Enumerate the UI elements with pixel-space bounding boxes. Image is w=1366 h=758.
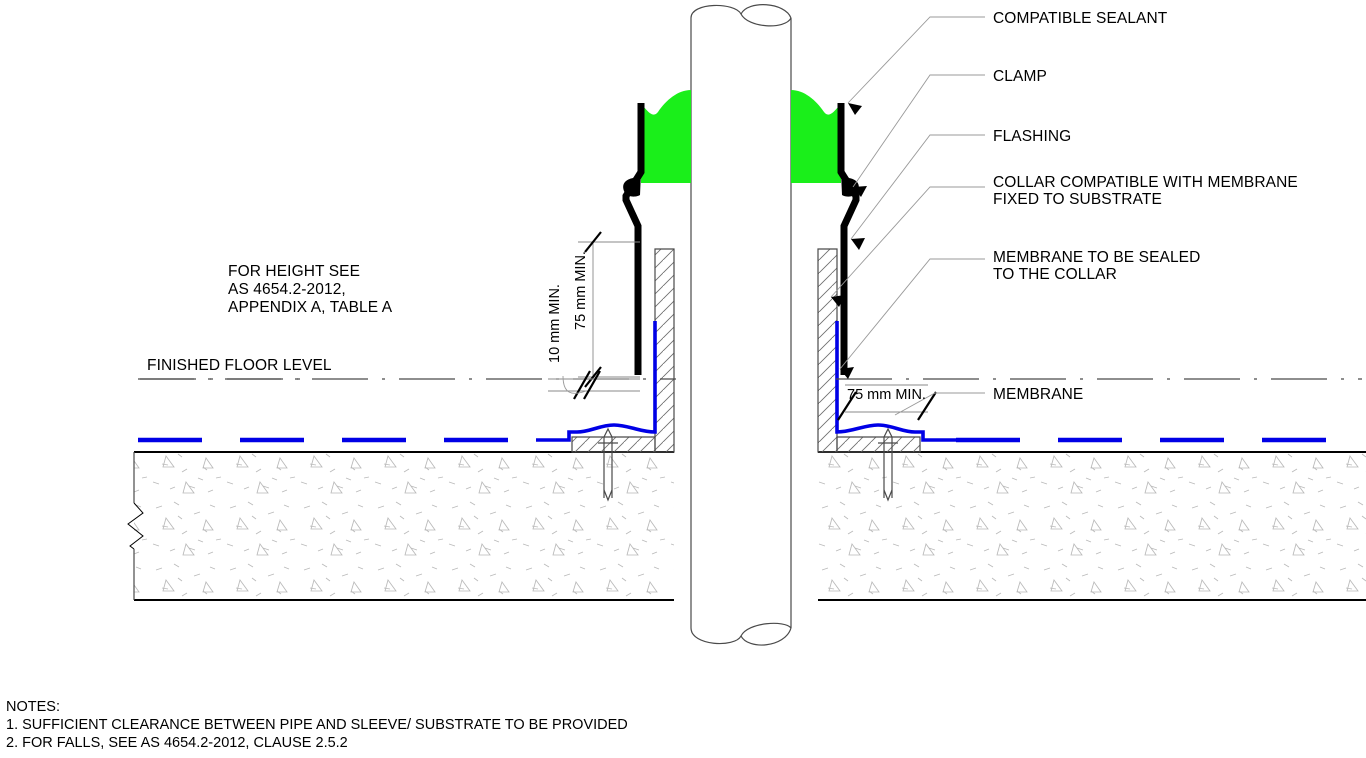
compatible-sealant-fill [641,90,841,183]
dimension-75mm-min-left-label: 75 mm MIN. [573,251,589,330]
callout-membrane-sealed-line-2: TO THE COLLAR [993,266,1117,283]
collar-right [817,248,921,453]
collar-left [571,248,675,453]
fastener-right [878,427,898,502]
finished-floor-level-label: FINISHED FLOOR LEVEL [147,357,332,374]
fastener-left [598,427,618,502]
flashing-left [622,103,645,375]
height-note-line-3: APPENDIX A, TABLE A [228,299,393,316]
notes-heading: NOTES: [6,699,60,715]
height-note-line-1: FOR HEIGHT SEE [228,263,360,280]
dimension-75mm-min-right-label: 75 mm MIN. [847,387,926,403]
arrowhead-flashing [851,238,865,250]
height-note-line-2: AS 4654.2-2012, [228,281,346,298]
dimension-75mm-left [578,231,640,388]
arrowhead-membrane-sealed [840,367,854,379]
arrowhead-sealant [848,103,862,115]
notes-item-1: 1. SUFFICIENT CLEARANCE BETWEEN PIPE AND… [6,717,628,733]
leader-lines [830,16,985,416]
arrowhead-collar [831,295,845,307]
clamp-bulge-left [623,172,641,197]
membrane-left [536,321,657,442]
pipe [690,4,792,646]
callout-collar-line-2: FIXED TO SUBSTRATE [993,191,1162,208]
arrowhead-clamp [853,186,867,197]
clamp-bulge-right [841,172,859,197]
callout-compatible-sealant: COMPATIBLE SEALANT [993,10,1168,27]
callout-clamp: CLAMP [993,68,1047,85]
concrete-slab-left [127,451,674,601]
dimension-75mm-right [837,384,937,421]
dimension-10mm-min-label: 10 mm MIN. [547,284,563,363]
callout-flashing: FLASHING [993,128,1071,145]
notes-item-2: 2. FOR FALLS, SEE AS 4654.2-2012, CLAUSE… [6,735,348,751]
callout-membrane: MEMBRANE [993,386,1083,403]
callout-membrane-sealed-line-1: MEMBRANE TO BE SEALED [993,249,1200,266]
callout-collar-line-1: COLLAR COMPATIBLE WITH MEMBRANE [993,174,1298,191]
dimension-10mm-left [548,370,640,400]
membrane-right [835,321,956,442]
flashing-right [837,103,860,375]
concrete-slab-right [818,451,1366,601]
